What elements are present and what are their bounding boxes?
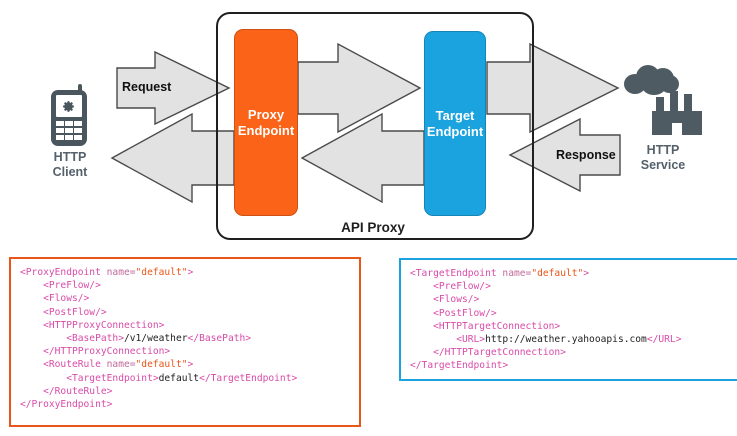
code-token: "default": [135, 267, 188, 278]
code-token: <HTTPProxyConnection>: [20, 319, 165, 331]
code-token: <PostFlow/>: [20, 306, 107, 318]
proxy-endpoint-label-line1: Proxy: [247, 106, 285, 122]
code-line: </ProxyEndpoint>: [20, 398, 350, 411]
factory-icon: [652, 91, 702, 135]
code-token: name=: [106, 267, 136, 278]
code-token: <PreFlow/>: [20, 280, 101, 292]
code-line: <PreFlow/>: [20, 279, 350, 292]
code-token: </TargetEndpoint>: [199, 372, 298, 384]
arrow-target-to-service: [486, 42, 620, 134]
proxy-endpoint-config-block[interactable]: <ProxyEndpoint name="default"> <PreFlow/…: [9, 257, 361, 427]
arrow-target-to-proxy: [300, 112, 425, 204]
api-proxy-label: API Proxy: [341, 220, 405, 235]
code-token: <Flows/>: [410, 294, 480, 306]
code-line: </HTTPProxyConnection>: [20, 345, 350, 358]
cloud-icon: [624, 65, 680, 95]
code-line: <PostFlow/>: [20, 306, 350, 319]
http-service-label: HTTP Service: [603, 143, 723, 173]
code-line: <TargetEndpoint name="default">: [410, 267, 730, 280]
code-token: </URL>: [646, 334, 682, 346]
proxy-endpoint-box[interactable]: Proxy Endpoint: [234, 29, 298, 216]
target-endpoint-label-line1: Target: [435, 107, 475, 123]
code-token: <BasePath>: [20, 333, 124, 345]
code-token: <URL>: [410, 334, 486, 346]
code-token: "default": [531, 268, 584, 279]
code-token: <PreFlow/>: [410, 281, 491, 293]
code-token: /v1/weather: [123, 333, 188, 345]
code-line: <TargetEndpoint>default</TargetEndpoint>: [20, 372, 350, 385]
code-token: name=: [502, 268, 532, 279]
code-line: <BasePath>/v1/weather</BasePath>: [20, 332, 350, 345]
response-arrow-label: Response: [556, 148, 616, 162]
code-token: <Flows/>: [20, 293, 90, 305]
flow-arrows: [110, 42, 621, 204]
code-token: </TargetEndpoint>: [410, 360, 509, 372]
code-line: </HTTPTargetConnection>: [410, 346, 730, 359]
code-token: <HTTPTargetConnection>: [410, 320, 561, 332]
code-token: </ProxyEndpoint>: [20, 399, 113, 411]
code-line: <ProxyEndpoint name="default">: [20, 266, 350, 279]
arrow-proxy-to-target: [297, 42, 422, 134]
code-token: default: [158, 372, 200, 384]
code-line: <URL>http://weather.yahooapis.com</URL>: [410, 333, 730, 346]
code-line: <PostFlow/>: [410, 307, 730, 320]
code-token: <TargetEndpoint>: [20, 372, 159, 384]
code-token: >: [583, 268, 590, 279]
code-token: >: [187, 359, 194, 371]
factory-cloud-icon: [624, 63, 702, 141]
code-line: <HTTPTargetConnection>: [410, 320, 730, 333]
target-endpoint-box[interactable]: Target Endpoint: [424, 31, 486, 216]
code-token: <TargetEndpoint: [410, 268, 503, 279]
code-line: <HTTPProxyConnection>: [20, 319, 350, 332]
code-token: </HTTPProxyConnection>: [20, 346, 171, 358]
gear-icon: [63, 101, 74, 112]
arrow-proxy-to-client: [110, 112, 235, 204]
code-token: <ProxyEndpoint: [20, 267, 107, 278]
arrow-response-in: [508, 117, 621, 193]
http-client-label-line2: Client: [52, 165, 88, 179]
code-line: <PreFlow/>: [410, 280, 730, 293]
code-line: <RouteRule name="default">: [20, 358, 350, 371]
phone-keypad: [56, 121, 82, 140]
code-token: http://weather.yahooapis.com: [485, 334, 647, 346]
code-line: <Flows/>: [20, 292, 350, 305]
code-token: </HTTPTargetConnection>: [410, 347, 566, 359]
http-service-label-line2: Service: [640, 158, 686, 172]
api-proxy-container: [216, 12, 534, 240]
code-token: "default": [135, 359, 188, 371]
phone-antenna: [78, 84, 82, 94]
request-arrow-label: Request: [122, 80, 172, 94]
proxy-endpoint-label-line2: Endpoint: [237, 122, 295, 138]
arrow-request-in: [116, 50, 231, 126]
http-service-label-line1: HTTP: [646, 143, 680, 157]
http-client-label: HTTP Client: [10, 150, 130, 180]
code-line: </TargetEndpoint>: [410, 359, 730, 372]
code-token: </BasePath>: [187, 333, 252, 345]
code-token: </RouteRule>: [20, 385, 113, 397]
code-token: >: [187, 267, 194, 278]
code-token: name=: [106, 359, 136, 371]
code-token: <PostFlow/>: [410, 307, 497, 319]
code-line: </RouteRule>: [20, 385, 350, 398]
target-endpoint-label-line2: Endpoint: [426, 123, 484, 139]
mobile-phone-gear-icon: [51, 84, 89, 146]
target-endpoint-config-block[interactable]: <TargetEndpoint name="default"> <PreFlow…: [399, 258, 737, 381]
factory-door: [672, 123, 682, 135]
code-line: <Flows/>: [410, 293, 730, 306]
code-token: <RouteRule: [20, 359, 107, 371]
http-client-label-line1: HTTP: [53, 150, 87, 164]
